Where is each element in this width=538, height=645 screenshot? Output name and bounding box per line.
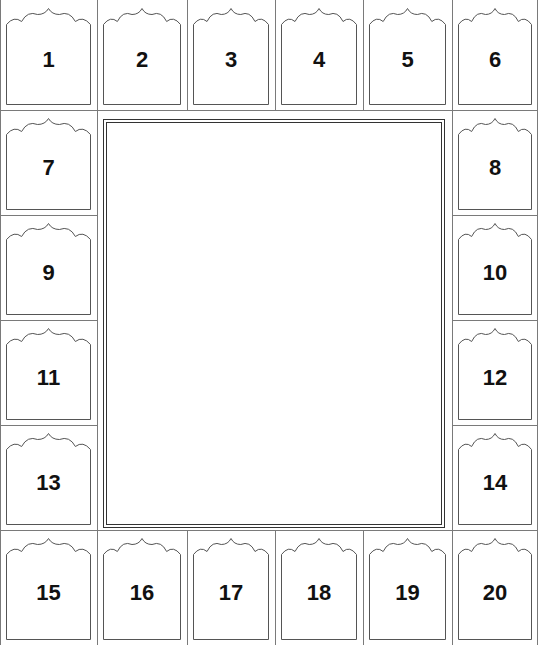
arch-tile: 2 [103,8,181,105]
arch-shape [459,9,532,105]
tile-number: 20 [458,581,532,605]
tile-number: 1 [6,48,91,72]
arch-shape [7,434,91,525]
arch-shape [459,119,532,210]
arch-tile: 6 [458,8,532,105]
tile-number: 5 [369,48,446,72]
tile-number: 16 [103,581,181,605]
tile-number: 18 [281,581,357,605]
arch-shape [370,539,446,640]
tile-number: 7 [6,156,91,180]
arch-tile: 16 [103,538,181,640]
arch-shape [194,539,269,640]
arch-shape [7,224,91,315]
arch-tile: 9 [6,223,91,315]
arch-shape [282,539,357,640]
arch-shape [282,9,357,105]
tile-number: 14 [458,471,532,495]
tile-number: 10 [458,261,532,285]
arch-shape [459,434,532,525]
arch-tile: 14 [458,433,532,525]
arch-tile: 13 [6,433,91,525]
arch-tile: 15 [6,538,91,640]
arch-tile: 1 [6,8,91,105]
tile-number: 6 [458,48,532,72]
tile-number: 2 [103,48,181,72]
tile-number: 3 [193,48,269,72]
arch-tile: 18 [281,538,357,640]
arch-shape [370,9,446,105]
arch-tile: 8 [458,118,532,210]
arch-shape [459,329,532,420]
tile-number: 12 [458,366,532,390]
tile-number: 13 [6,471,91,495]
arch-shape [7,9,91,105]
tile-number: 11 [6,366,91,390]
arch-shape [104,539,181,640]
arch-tile: 10 [458,223,532,315]
tile-number: 8 [458,156,532,180]
tile-number: 15 [6,581,91,605]
arch-tile: 3 [193,8,269,105]
arch-shape [7,119,91,210]
arch-shape [194,9,269,105]
tile-number: 19 [369,581,446,605]
arch-tile: 12 [458,328,532,420]
arch-shape [7,329,91,420]
arch-shape [459,539,532,640]
arch-tile: 7 [6,118,91,210]
arch-tile: 19 [369,538,446,640]
arch-tile: 5 [369,8,446,105]
arch-shape [7,539,91,640]
tile-number: 4 [281,48,357,72]
arch-tile: 11 [6,328,91,420]
arch-shape [104,9,181,105]
tile-number: 9 [6,261,91,285]
center-panel-outer [104,120,445,528]
arch-shape [459,224,532,315]
arch-tile: 4 [281,8,357,105]
center-panel-inner [107,123,442,525]
tile-number: 17 [193,581,269,605]
arch-tile: 20 [458,538,532,640]
arch-tile: 17 [193,538,269,640]
